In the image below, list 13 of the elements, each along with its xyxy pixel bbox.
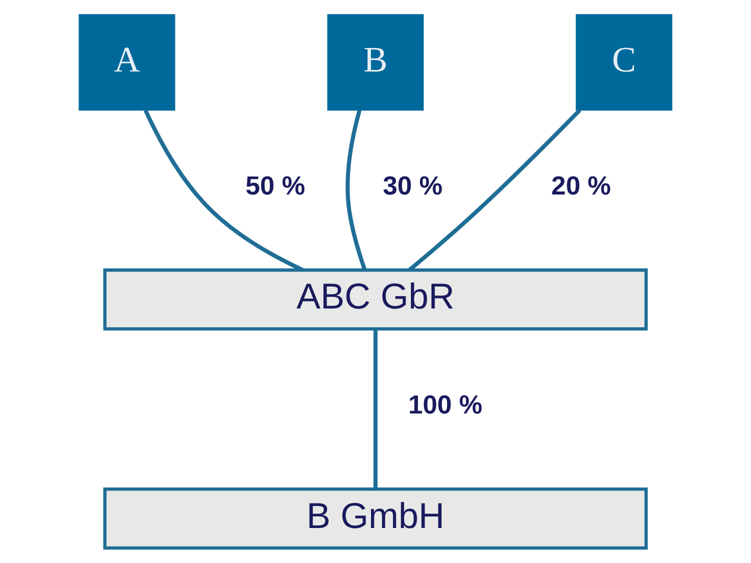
node-box: A xyxy=(78,14,176,111)
connector xyxy=(408,108,582,272)
connector xyxy=(144,109,304,272)
node-box: ABC GbR xyxy=(103,268,648,331)
edge-label: 30 % xyxy=(382,170,442,201)
edge-label: 100 % xyxy=(408,390,482,420)
node-box: B GmbH xyxy=(103,488,648,550)
node-box: C xyxy=(576,14,672,111)
connector xyxy=(373,329,378,489)
node-box: B xyxy=(327,14,424,111)
edge-label: 50 % xyxy=(246,170,306,201)
edge-label: 20 % xyxy=(551,170,611,201)
connector xyxy=(346,110,367,270)
